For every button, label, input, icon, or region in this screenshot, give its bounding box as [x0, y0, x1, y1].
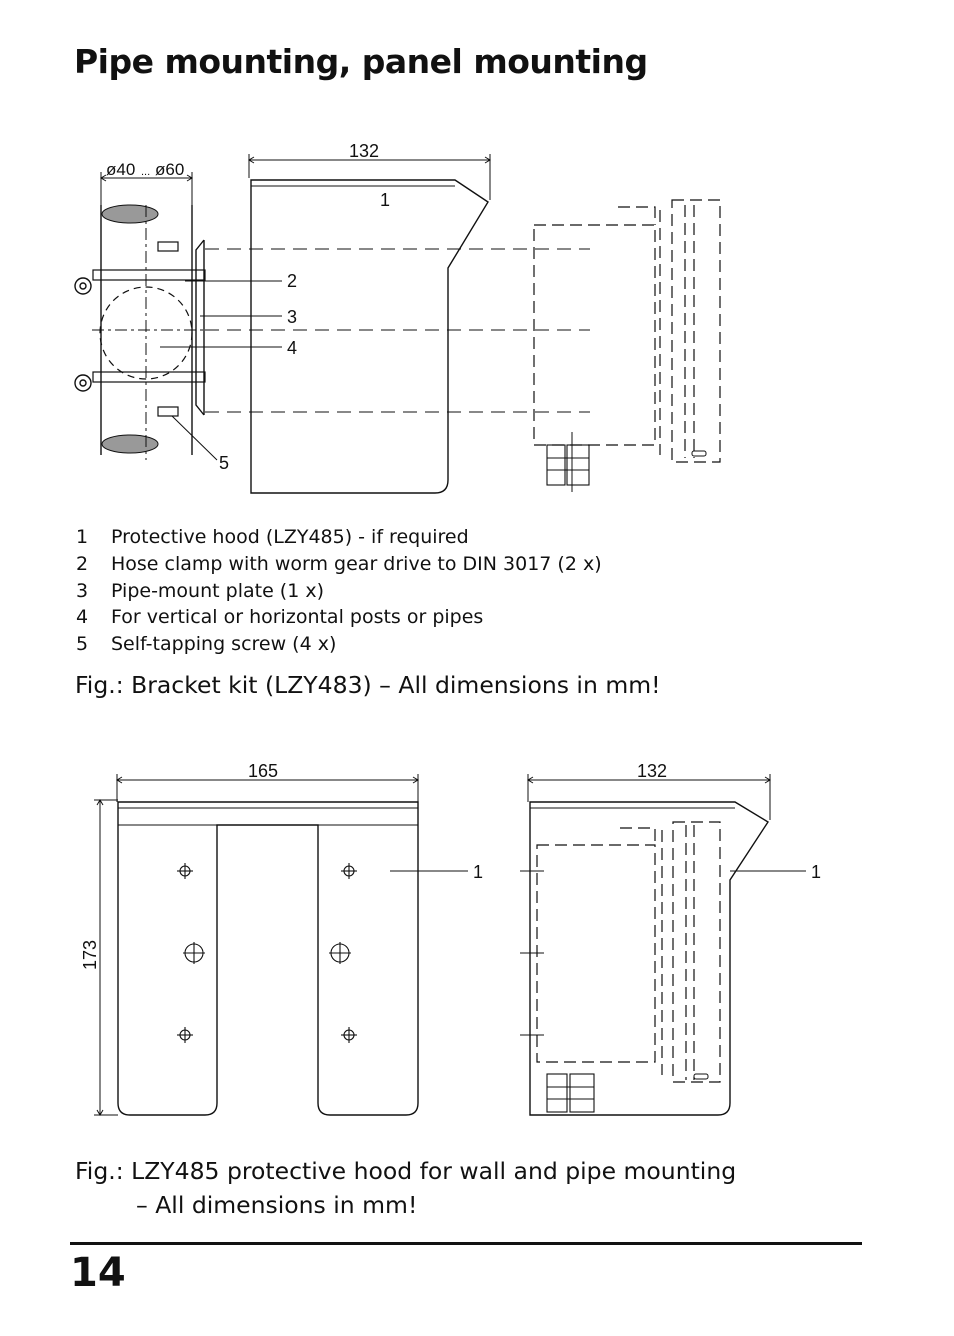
dim-side-width-132: 132 [637, 761, 667, 781]
dim-width-132: 132 [349, 141, 379, 161]
dim-front-width-165: 165 [248, 761, 278, 781]
dim-pipe-max: ø60 [155, 160, 184, 179]
callout-5: 5 [219, 453, 229, 473]
callout-front-1: 1 [473, 862, 483, 882]
callout-side-1: 1 [811, 862, 821, 882]
figure2-caption-line1: Fig.: LZY485 protective hood for wall an… [75, 1157, 737, 1185]
figure1-caption: Fig.: Bracket kit (LZY483) – All dimensi… [75, 671, 661, 699]
page-title: Pipe mounting, panel mounting [74, 42, 648, 81]
callout-4: 4 [287, 338, 297, 358]
callout-1: 1 [380, 190, 390, 210]
bracket-kit-drawing: ø40 ... ø60 132 1 2 3 4 5 [74, 141, 721, 494]
protective-hood-drawing: 165 173 132 1 1 [80, 761, 821, 1116]
page-number: 14 [70, 1250, 126, 1296]
callout-3: 3 [287, 307, 297, 327]
dim-height-173: 173 [80, 940, 100, 970]
footer-rule [70, 1242, 862, 1245]
dim-pipe-min: ø40 [106, 160, 135, 179]
dim-pipe-sep: ... [141, 166, 150, 178]
figure2-caption-line2: – All dimensions in mm! [136, 1191, 418, 1219]
callout-2: 2 [287, 271, 297, 291]
